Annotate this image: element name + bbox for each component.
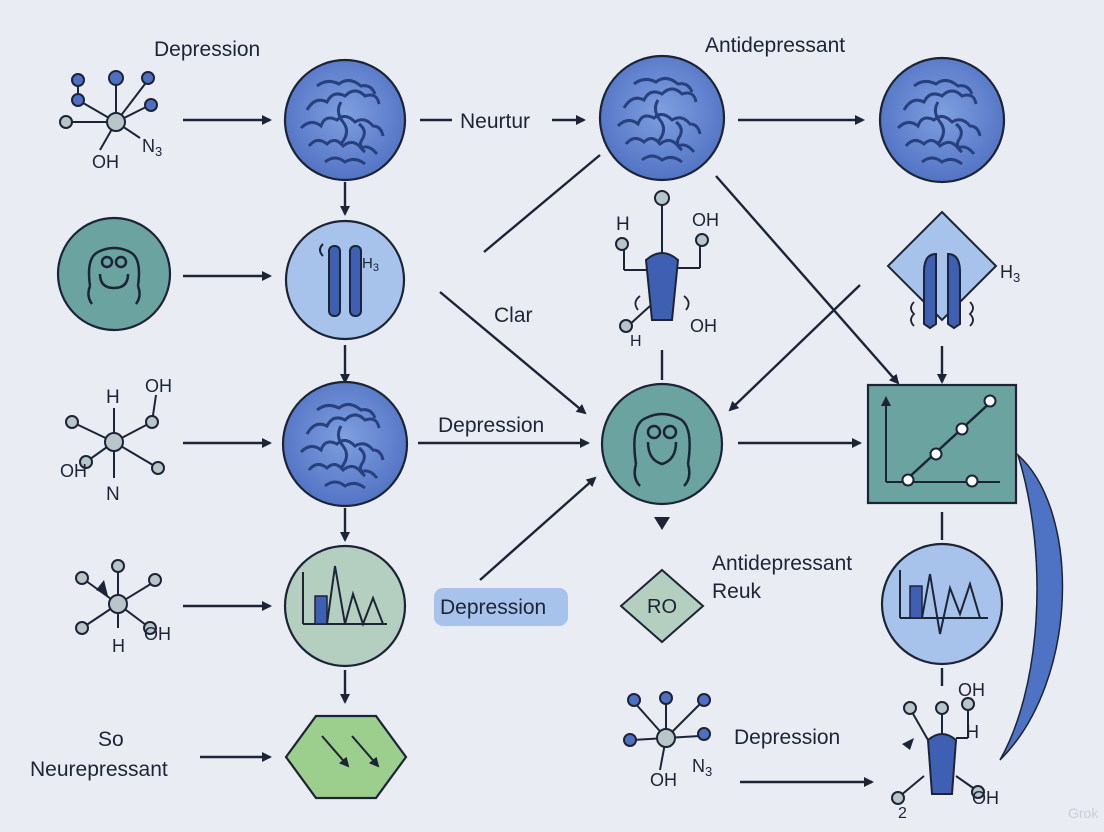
- label-so: So: [98, 728, 124, 751]
- receptor-icon: [910, 252, 974, 330]
- molecule-icon: [615, 190, 709, 333]
- atom-two: 2: [898, 805, 907, 822]
- label-clar: Clar: [494, 304, 533, 327]
- curved-sweep: [999, 452, 1064, 761]
- connector-arrows: [183, 115, 947, 787]
- brain-node-middle: [281, 380, 409, 508]
- wave-chart-node-right: [880, 542, 1004, 666]
- label-depression-top: Depression: [154, 38, 260, 61]
- brain-node-top-right: [878, 56, 1006, 184]
- label-depression-bottom: Depression: [734, 726, 840, 749]
- atom-h3: H3: [1000, 262, 1020, 285]
- label-neurepressant: Neurepressant: [30, 758, 168, 781]
- atom-oh: OH: [692, 210, 719, 230]
- atom-oh: OH: [92, 152, 119, 172]
- receptor-icon: [319, 243, 362, 317]
- atom-h: H: [630, 333, 642, 350]
- atom-n3: N3: [142, 136, 162, 159]
- molecule-icon: [75, 559, 162, 635]
- atom-oh: OH: [650, 770, 677, 790]
- label-depression-badge: Depression: [440, 596, 546, 619]
- atom-oh: OH: [958, 680, 985, 700]
- down-arrowhead: [654, 517, 670, 530]
- graph-icon: [881, 394, 1000, 488]
- molecule-icon: [59, 70, 158, 151]
- brain-node-top-center: [598, 54, 726, 182]
- atom-oh: OH: [144, 624, 171, 644]
- wave-chart-icon: [302, 565, 387, 627]
- green-hexagon: [284, 714, 408, 800]
- graph-box: [866, 383, 1018, 505]
- brain-node-top-left: [283, 58, 407, 182]
- wave-chart-icon: [899, 570, 988, 635]
- label-ro: RO: [647, 596, 677, 618]
- molecule-icon: [65, 394, 165, 478]
- label-neurtur: Neurtur: [460, 110, 530, 133]
- watermark: Grok: [1068, 805, 1099, 821]
- atom-h: H: [616, 214, 630, 235]
- face-node-center: [600, 382, 724, 506]
- atom-h: H: [112, 636, 125, 656]
- atom-n: N: [106, 484, 120, 505]
- depression-badge-bg: [434, 588, 568, 626]
- molecule-icon: [623, 691, 711, 771]
- face-node-left: [56, 216, 172, 332]
- atom-h3: H3: [362, 255, 379, 274]
- label-depression-mid: Depression: [438, 414, 544, 437]
- atom-oh: OH: [60, 461, 87, 481]
- molecule-icon: [891, 697, 985, 805]
- atom-oh: OH: [145, 376, 172, 396]
- label-antidepressant-reuk-1: Antidepressant: [712, 552, 852, 575]
- atom-oh: OH: [972, 788, 999, 808]
- face-icon: [633, 412, 691, 487]
- label-antidepressant-reuk-2: Reuk: [712, 580, 762, 603]
- receptor-node: [284, 219, 406, 341]
- atom-oh: OH: [690, 316, 717, 336]
- label-antidepressant-top: Antidepressant: [705, 34, 845, 57]
- face-icon: [87, 246, 141, 305]
- receptor-diamond: [886, 210, 998, 330]
- atom-h: H: [106, 387, 120, 408]
- ro-diamond: [619, 568, 705, 644]
- wave-chart-node-left: [283, 544, 407, 668]
- atom-n3: N3: [692, 756, 712, 779]
- atom-h: H: [966, 722, 979, 742]
